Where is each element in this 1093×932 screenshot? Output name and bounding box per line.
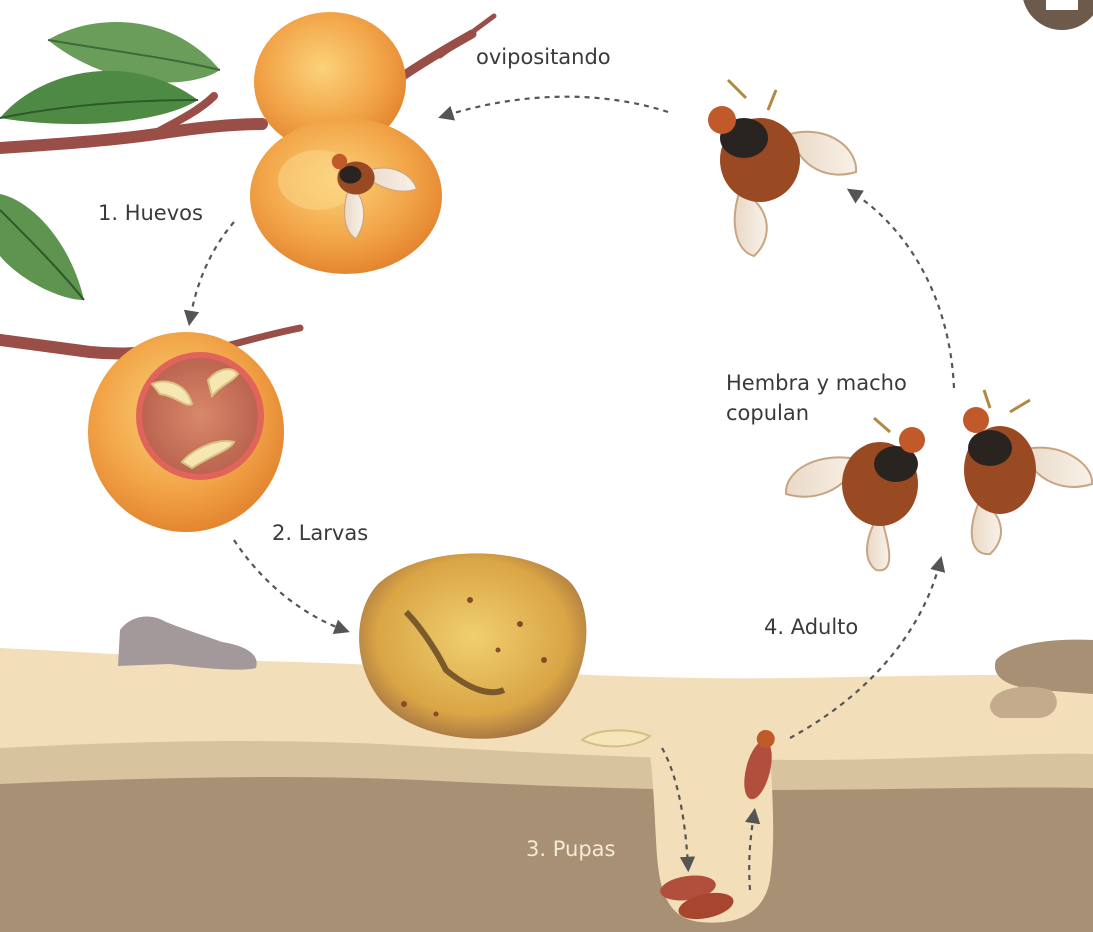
peach-icon xyxy=(250,12,442,274)
rotten-peach-icon xyxy=(359,553,586,738)
fly-icon xyxy=(963,390,1092,554)
fly-icon xyxy=(786,418,925,570)
arrow-larvae-soil xyxy=(234,540,344,630)
corner-badge xyxy=(1022,0,1093,30)
label-eggs: 1. Huevos xyxy=(98,200,203,226)
label-mating-line2: copulan xyxy=(726,400,809,426)
arrow-adult-top xyxy=(852,192,954,388)
fly-icon xyxy=(708,80,856,256)
leaf-icon xyxy=(0,194,84,300)
arrow-oviposit xyxy=(444,97,668,116)
label-larvae: 2. Larvas xyxy=(272,520,368,546)
label-adult: 4. Adulto xyxy=(764,614,858,640)
label-pupae: 3. Pupas xyxy=(526,836,615,862)
arrow-eggs-larvae xyxy=(190,222,234,320)
label-ovipositing: ovipositando xyxy=(476,44,611,70)
peach-icon xyxy=(88,332,284,532)
label-mating-line1: Hembra y macho xyxy=(726,370,907,396)
rock-icon xyxy=(118,616,257,669)
